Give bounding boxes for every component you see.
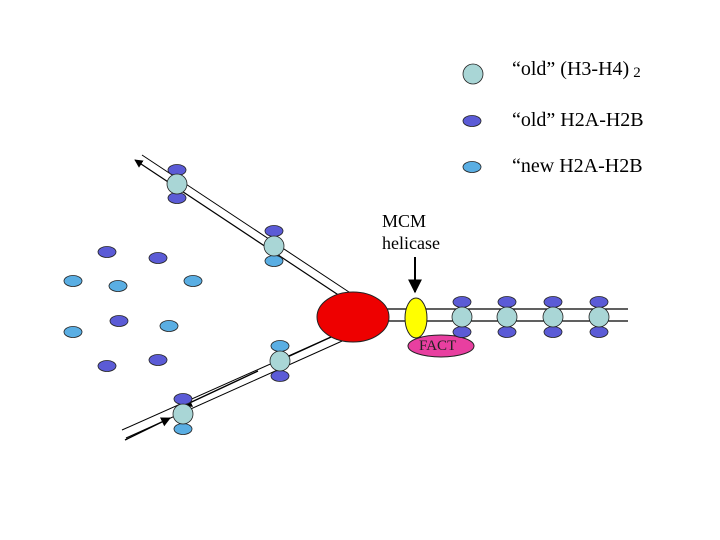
parental-nucleosome [588, 296, 610, 338]
upper-strand-nucleosome [166, 164, 188, 204]
parental-nucleosome [542, 296, 564, 338]
new-h2a-h2b-dimer-icon [462, 161, 482, 173]
free-h2a-h2b-dimer-pool [63, 246, 203, 372]
legend-label-old-h3-h4: “old” (H3-H4)2 [512, 58, 641, 81]
old-h2a-h2b-dimer-icon [462, 115, 482, 127]
lower-strand-nucleosome [172, 393, 194, 435]
lower-daughter-strand [121, 324, 361, 441]
mcm-helicase-label: MCM helicase [382, 210, 440, 254]
lower-strand-nucleosome [269, 340, 291, 382]
parental-dna-duplex [350, 308, 628, 322]
mcm-helicase-complex [316, 291, 390, 343]
mcm-label-line1: MCM [382, 211, 427, 231]
legend-label-old-h2a-h2b: “old” H2A-H2B [512, 109, 644, 131]
parental-nucleosome [496, 296, 518, 338]
fact-label: FACT [419, 338, 457, 354]
legend-subscript: 2 [633, 65, 641, 81]
old-h3-h4-tetramer-icon [462, 63, 484, 85]
fact-complex [407, 334, 475, 358]
legend-label-new-h2a-h2b: “new H2A-H2B [512, 155, 643, 177]
upper-daughter-strand [134, 154, 359, 305]
upper-strand-nucleosome [263, 225, 285, 267]
helicase-accessory-factor [404, 297, 428, 339]
mcm-label-line2: helicase [382, 233, 440, 253]
parental-nucleosome [451, 296, 473, 338]
